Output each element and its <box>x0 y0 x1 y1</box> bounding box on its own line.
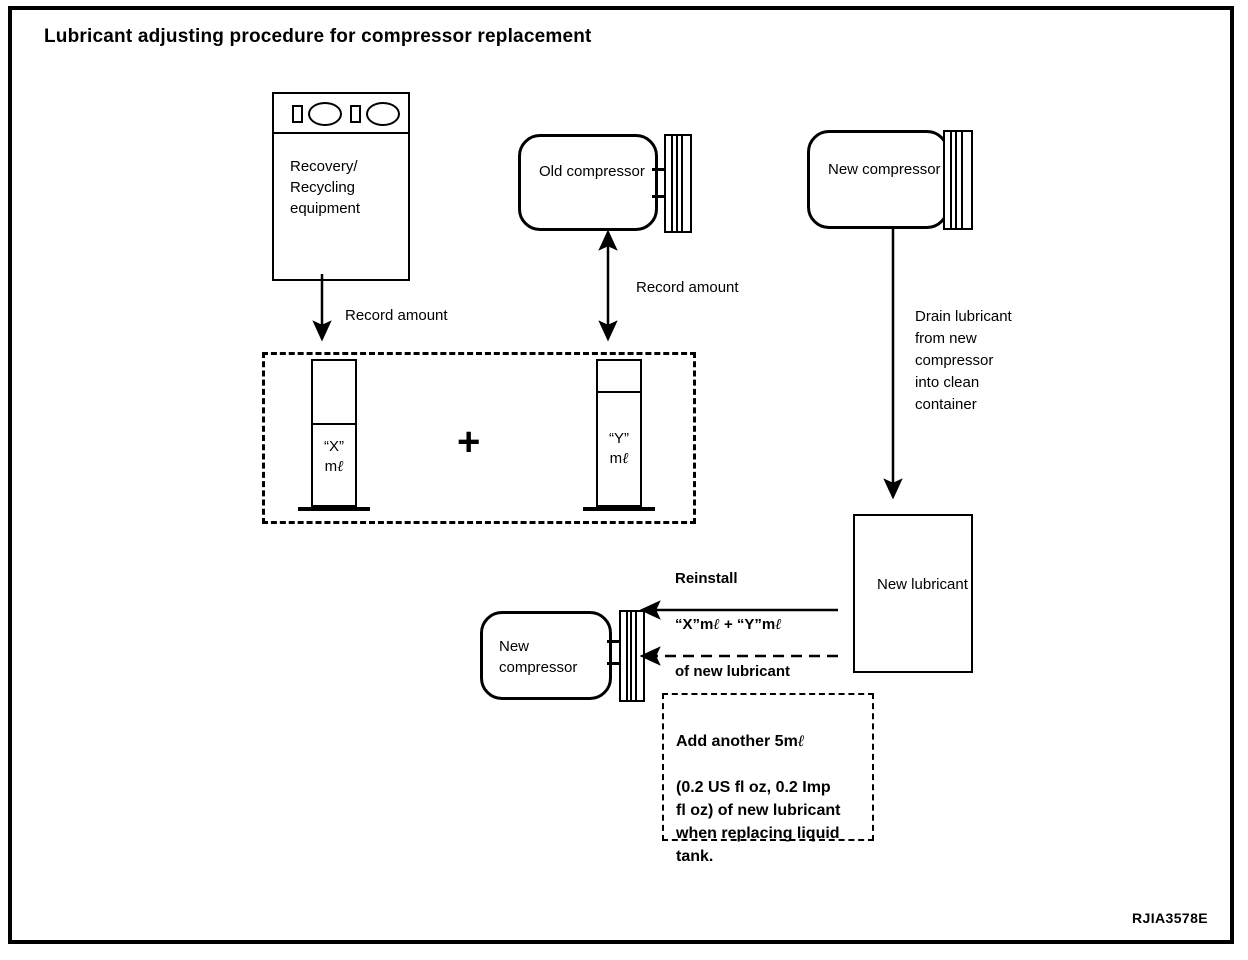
old-compressor-body: Old compressor <box>518 134 658 231</box>
gauge-dial-icon <box>308 102 342 126</box>
old-compressor-stub <box>652 195 666 198</box>
recovery-equipment-label: Recovery/ Recycling equipment <box>290 158 361 217</box>
cylinder-x: “X” mℓ <box>311 359 357 507</box>
new-compressor-top-label: New compressor <box>828 161 941 178</box>
new-compressor-bottom-label: New compressor <box>499 638 578 676</box>
reinstall-instruction: Reinstall “X”mℓ + “Y”mℓ of new lubricant <box>675 544 790 706</box>
old-compressor-stub <box>652 168 666 171</box>
reinstall-line-3: of new lubricant <box>675 663 791 680</box>
cylinder-x-label-top: “X” <box>324 438 344 455</box>
record-amount-left-label: Record amount <box>345 307 448 324</box>
new-lubricant-container: New lubricant <box>853 514 973 673</box>
drain-lubricant-label: Drain lubricant from new compressor into… <box>915 308 1012 413</box>
cylinder-y-label-top: “Y” <box>609 430 629 447</box>
gauge-rect-icon <box>350 105 361 123</box>
note-line-rest: (0.2 US fl oz, 0.2 Imp fl oz) of new lub… <box>676 779 841 865</box>
cylinder-x-base <box>298 507 370 511</box>
reinstall-line-1: Reinstall <box>675 570 738 587</box>
liquid-tank-note-box: Add another 5mℓ (0.2 US fl oz, 0.2 Imp f… <box>662 693 874 865</box>
new-compressor-top-pulley-icon <box>943 130 973 230</box>
cylinder-y-base <box>583 507 655 511</box>
cylinder-y-label-unit: mℓ <box>609 450 629 467</box>
reinstall-line-2: “X”mℓ + “Y”mℓ <box>675 616 782 633</box>
note-line-1: Add another 5mℓ <box>676 733 805 750</box>
gauge-dial-icon <box>366 102 400 126</box>
figure-frame: Lubricant adjusting procedure for compre… <box>8 6 1234 944</box>
measurement-group-dashed-box <box>262 352 696 524</box>
cylinder-y: “Y” mℓ <box>596 359 642 507</box>
cylinder-y-fill-line <box>598 391 640 393</box>
new-compressor-bottom-pulley-icon <box>619 610 645 702</box>
cylinder-x-fill-line <box>313 423 355 425</box>
record-amount-right-label: Record amount <box>636 279 739 296</box>
old-compressor-label: Old compressor <box>539 163 645 180</box>
figure-code: RJIA3578E <box>1132 910 1208 926</box>
liquid-tank-note-text: Add another 5mℓ (0.2 US fl oz, 0.2 Imp f… <box>676 707 840 891</box>
equipment-control-panel <box>272 92 410 134</box>
old-compressor-pulley-icon <box>664 134 692 233</box>
new-compressor-bottom-stub <box>607 662 621 665</box>
new-compressor-top-body: New compressor <box>807 130 949 229</box>
new-compressor-bottom-stub <box>607 640 621 643</box>
gauge-rect-icon <box>292 105 303 123</box>
cylinder-x-label-unit: mℓ <box>324 458 344 475</box>
new-lubricant-label: New lubricant <box>877 576 968 593</box>
plus-sign: + <box>457 420 481 464</box>
figure-title: Lubricant adjusting procedure for compre… <box>44 26 592 47</box>
recovery-recycling-equipment: Recovery/ Recycling equipment <box>272 92 410 281</box>
new-compressor-bottom-body: New compressor <box>480 611 612 700</box>
